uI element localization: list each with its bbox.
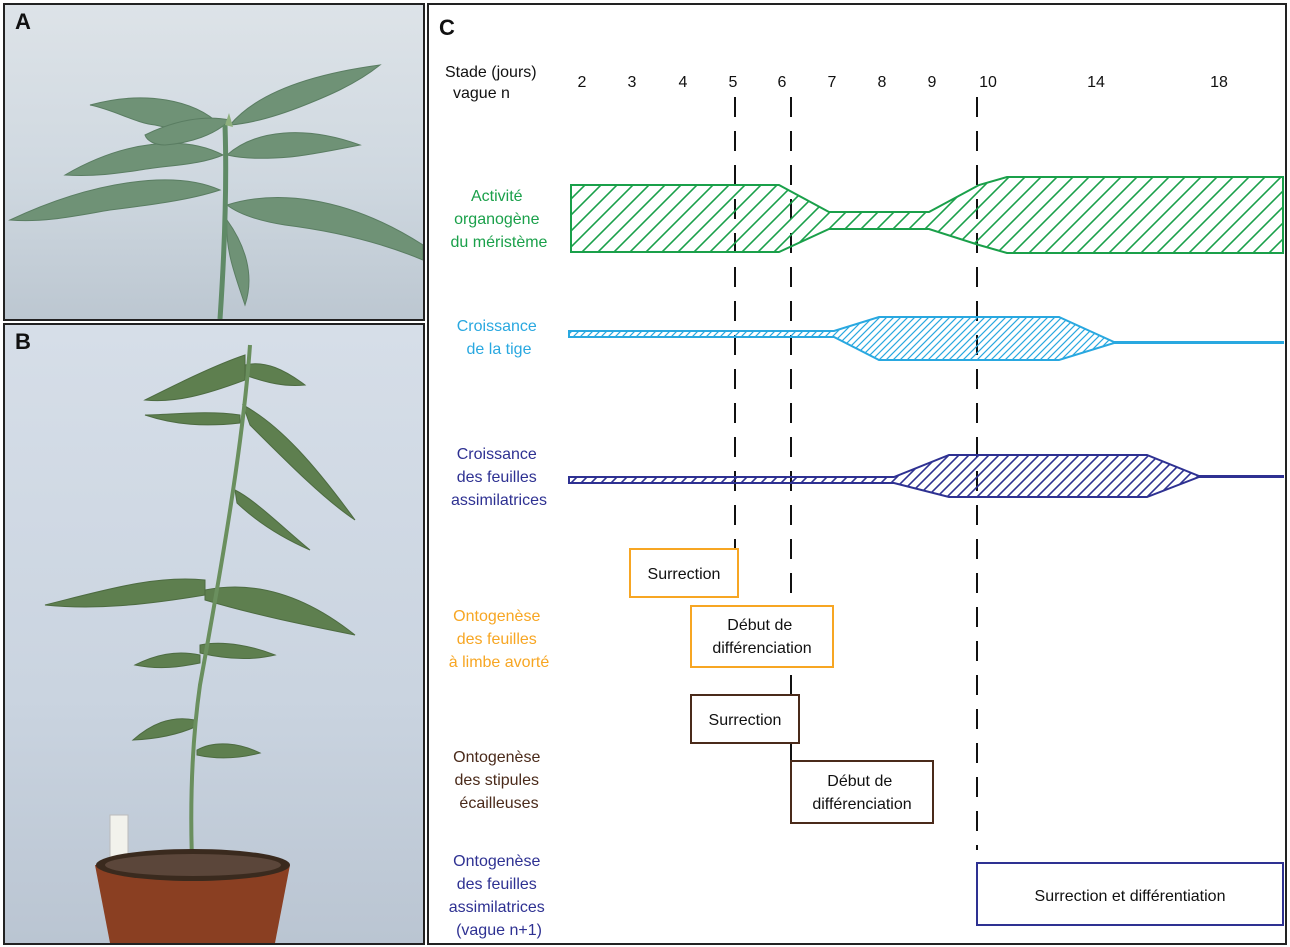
panel-c-diagram: C Stade (jours) vague n 2 3 4 5 6 7 8 9 …	[427, 3, 1287, 945]
stage-tick: 5	[729, 74, 738, 91]
stage-tick: 4	[679, 74, 688, 91]
box-aborted-differentiation-text: Début de différenciation	[712, 617, 811, 657]
oak-shoot-photo	[8, 64, 423, 319]
row-label-leaf-growth: Croissance des feuilles assimilatrices	[451, 446, 547, 509]
box-aborted-surrection-text: Surrection	[648, 566, 721, 583]
box-aborted-surrection	[629, 548, 739, 598]
stage-tick: 6	[778, 74, 787, 91]
stage-tick: 14	[1087, 74, 1105, 91]
timeline-diagram: C Stade (jours) vague n 2 3 4 5 6 7 8 9 …	[439, 15, 1284, 939]
meristem-activity-band	[570, 176, 1284, 254]
oak-seedling-photo	[44, 344, 356, 943]
row-label-aborted-leaves: Ontogenèse des feuilles à limbe avorté	[449, 608, 550, 671]
box-aborted-differentiation	[690, 605, 834, 668]
stage-tick: 9	[928, 74, 937, 91]
header-wave-label: vague n	[453, 85, 510, 102]
row-label-next-wave: Ontogenèse des feuilles assimilatrices (…	[449, 853, 549, 939]
stage-tick: 7	[828, 74, 837, 91]
stage-tick: 2	[578, 74, 587, 91]
box-stipules-surrection	[690, 694, 800, 744]
row-label-meristem: Activité organogène du méristème	[451, 188, 548, 251]
panel-a-label: A	[15, 9, 31, 34]
box-stipules-surrection-text: Surrection	[709, 712, 782, 729]
stage-tick: 18	[1210, 74, 1228, 91]
box-stipules-differentiation-text: Début de différenciation	[812, 773, 911, 813]
box-next-wave-surrection	[976, 862, 1284, 926]
box-stipules-differentiation	[790, 760, 934, 824]
panel-a-photo: A	[3, 3, 425, 321]
panel-b-photo: B	[3, 323, 425, 945]
row-label-stipules: Ontogenèse des stipules écailleuses	[453, 749, 545, 812]
header-stage-label: Stade (jours)	[445, 64, 537, 81]
row-label-stem: Croissance de la tige	[457, 318, 541, 358]
stage-tick: 10	[979, 74, 997, 91]
stage-tick-labels: 2 3 4 5 6 7 8 9 10 14 18	[578, 74, 1228, 91]
panel-b-label: B	[15, 329, 31, 354]
stage-tick: 3	[628, 74, 637, 91]
stem-growth-band	[568, 316, 1284, 361]
stage-tick: 8	[878, 74, 887, 91]
leaf-growth-band	[568, 454, 1284, 498]
box-next-wave-surrection-text: Surrection et différentiation	[1035, 888, 1226, 905]
panel-c-label: C	[439, 15, 455, 40]
